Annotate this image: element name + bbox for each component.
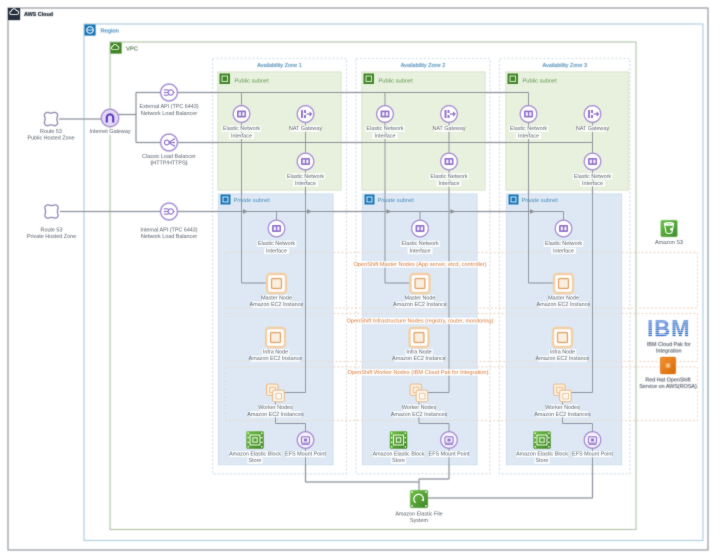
svg-text:Infra Node: Infra Node (550, 350, 575, 356)
svg-text:Interface: Interface (231, 133, 252, 139)
svg-text:Store: Store (249, 458, 262, 464)
svg-text:Elastic Network: Elastic Network (366, 126, 403, 132)
svg-text:Interface: Interface (295, 181, 316, 187)
svg-text:Amazon EC2 Instances: Amazon EC2 Instances (391, 412, 448, 418)
svg-text:Public subnet: Public subnet (235, 79, 270, 85)
svg-text:Route 53: Route 53 (40, 129, 62, 135)
svg-text:Public subnet: Public subnet (523, 79, 558, 85)
svg-text:Interface: Interface (410, 248, 431, 254)
svg-text:Amazon Elastic Block: Amazon Elastic Block (373, 452, 425, 458)
svg-text:EFS Mount Point: EFS Mount Point (572, 452, 613, 458)
svg-text:OpenShift Master Nodes (App se: OpenShift Master Nodes (App server, etcd… (353, 262, 486, 268)
svg-text:AWS Cloud: AWS Cloud (24, 12, 53, 18)
svg-text:Store: Store (536, 458, 549, 464)
svg-text:VPC: VPC (126, 46, 138, 52)
svg-text:Store: Store (392, 458, 405, 464)
svg-text:Network Load Balancer: Network Load Balancer (141, 111, 197, 117)
svg-text:Private subnet: Private subnet (234, 198, 271, 204)
svg-text:Elastic Network: Elastic Network (258, 241, 295, 247)
svg-text:Interface: Interface (439, 181, 460, 187)
svg-text:OpenShift Infrastructure Nodes: OpenShift Infrastructure Nodes (registry… (347, 319, 494, 325)
svg-text:Public subnet: Public subnet (379, 79, 414, 85)
svg-text:Integration: Integration (656, 349, 681, 355)
svg-text:Interface: Interface (518, 133, 539, 139)
svg-text:Amazon EC2 Instance: Amazon EC2 Instance (536, 356, 590, 362)
svg-text:Availability Zone 2: Availability Zone 2 (401, 63, 446, 69)
svg-text:Interface: Interface (582, 181, 603, 187)
svg-text:Infra Node: Infra Node (406, 350, 431, 356)
svg-text:Private Hosted Zone: Private Hosted Zone (27, 234, 76, 240)
svg-text:Classic Load Balancer: Classic Load Balancer (142, 154, 196, 160)
svg-text:NAT Gateway: NAT Gateway (289, 126, 322, 132)
svg-text:Master Node: Master Node (405, 296, 436, 302)
svg-text:System: System (410, 518, 428, 524)
svg-text:Interface: Interface (266, 248, 287, 254)
svg-text:Region: Region (101, 28, 119, 34)
svg-text:Amazon EC2 Instance: Amazon EC2 Instance (249, 356, 303, 362)
svg-text:Amazon Elastic File: Amazon Elastic File (395, 512, 442, 518)
svg-text:Interface: Interface (553, 248, 574, 254)
svg-text:NAT Gateway: NAT Gateway (576, 126, 609, 132)
svg-text:Elastic Network: Elastic Network (401, 241, 438, 247)
svg-text:Master Node: Master Node (548, 296, 579, 302)
svg-text:Elastic Network: Elastic Network (223, 126, 260, 132)
svg-text:Internet Gateway: Internet Gateway (89, 129, 130, 135)
svg-text:Elastic Network: Elastic Network (510, 126, 547, 132)
svg-text:Worker Nodes: Worker Nodes (258, 405, 293, 411)
svg-text:Route 53: Route 53 (41, 228, 63, 234)
svg-text:External API (TPC 6443): External API (TPC 6443) (139, 104, 198, 110)
svg-text:Amazon EC2 Instance: Amazon EC2 Instance (392, 356, 446, 362)
svg-text:Public Hosted Zone: Public Hosted Zone (27, 136, 74, 142)
svg-text:Amazon EC2 Instance: Amazon EC2 Instance (250, 302, 304, 308)
svg-text:Worker Nodes: Worker Nodes (545, 405, 580, 411)
svg-text:Elastic Network: Elastic Network (430, 174, 467, 180)
svg-text:IBM Cloud Pak for: IBM Cloud Pak for (647, 342, 691, 348)
svg-text:Elastic Network: Elastic Network (545, 241, 582, 247)
svg-text:Network Load Balancer: Network Load Balancer (141, 234, 197, 240)
svg-text:Internal API (TPC 6443): Internal API (TPC 6443) (140, 228, 197, 234)
svg-text:Interface: Interface (375, 133, 396, 139)
svg-text:Infra Node: Infra Node (263, 350, 288, 356)
svg-text:Elastic Network: Elastic Network (574, 174, 611, 180)
svg-text:Master Node: Master Node (261, 296, 292, 302)
svg-text:Amazon EC2 Instance: Amazon EC2 Instance (537, 302, 591, 308)
svg-text:Elastic Network: Elastic Network (287, 174, 324, 180)
svg-text:OpenShift Worker Nodes (IBM Cl: OpenShift Worker Nodes (IBM Cloud Pak fo… (348, 370, 489, 376)
svg-text:EFS Mount Point: EFS Mount Point (285, 452, 326, 458)
svg-text:Amazon Elastic Block: Amazon Elastic Block (516, 452, 568, 458)
svg-text:Worker Nodes: Worker Nodes (402, 405, 437, 411)
svg-text:Private subnet: Private subnet (378, 198, 415, 204)
svg-text:Red Hat OpenShift: Red Hat OpenShift (645, 377, 691, 383)
svg-text:Availability Zone 1: Availability Zone 1 (257, 63, 302, 69)
svg-text:(HTTP/HTTPS): (HTTP/HTTPS) (151, 160, 188, 166)
svg-text:Amazon Elastic Block: Amazon Elastic Block (229, 452, 281, 458)
svg-text:Service on AWS(ROSA): Service on AWS(ROSA) (639, 384, 697, 390)
svg-text:EFS Mount Point: EFS Mount Point (429, 452, 470, 458)
svg-text:Amazon EC2 Instances: Amazon EC2 Instances (534, 412, 591, 418)
svg-text:Amazon EC2 Instances: Amazon EC2 Instances (247, 412, 304, 418)
svg-text:Amazon S3: Amazon S3 (655, 240, 683, 246)
svg-text:Private subnet: Private subnet (522, 198, 559, 204)
svg-text:Amazon EC2 Instance: Amazon EC2 Instance (393, 302, 447, 308)
svg-text:Availability Zone 3: Availability Zone 3 (542, 63, 587, 69)
svg-text:NAT Gateway: NAT Gateway (432, 126, 465, 132)
